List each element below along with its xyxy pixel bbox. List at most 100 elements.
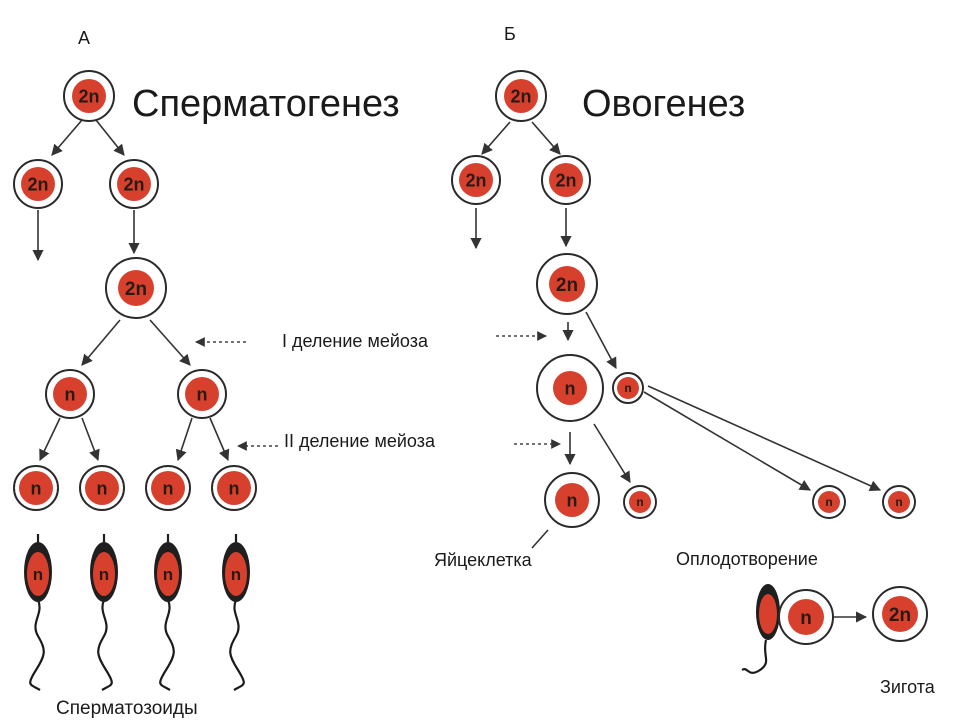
panel-b-title: Овогенез xyxy=(582,83,745,125)
primary-spermatocyte-nucleus xyxy=(118,270,154,306)
spermatogonium-right: 2n xyxy=(109,159,159,209)
secondary-oocyte-ploidy-label: n xyxy=(565,378,576,398)
spermatid-4-nucleus xyxy=(217,471,251,505)
egg-caption: Яйцеклетка xyxy=(434,550,533,570)
secondary-oocyte: n xyxy=(536,354,604,422)
sperm-caption: Сперматозоиды xyxy=(56,698,198,719)
polar-body-2c-nucleus xyxy=(888,491,910,513)
spermatid-1: n xyxy=(13,465,59,511)
spermatid-2-ploidy-label: n xyxy=(97,478,108,498)
egg-cell-ploidy-label: n xyxy=(567,490,578,510)
spermatozoon-1-tail xyxy=(29,599,45,691)
spermatozoon-2: n xyxy=(90,534,118,691)
primary-oocyte-nucleus xyxy=(549,266,585,302)
zygote-nucleus xyxy=(882,596,918,632)
spermatid-3-ploidy-label: n xyxy=(163,478,174,498)
secondary-oocyte-nucleus xyxy=(553,371,587,405)
secondary-spermatocyte-right-ploidy-label: n xyxy=(197,384,208,404)
spermatozoon-3-tail xyxy=(159,599,175,691)
primary-oocyte: 2n xyxy=(536,253,598,315)
spermatogonium-right-nucleus xyxy=(117,167,151,201)
spermatid-4: n xyxy=(211,465,257,511)
egg-at-fertilization: n xyxy=(778,589,834,645)
meiosis-pointers xyxy=(195,331,561,451)
oogonium-right-ploidy-label: 2n xyxy=(555,170,576,190)
secondary-spermatocyte-left-nucleus xyxy=(53,377,87,411)
spermatogonium-top-ploidy-label: 2n xyxy=(78,86,99,106)
spermatogonium-left-ploidy-label: 2n xyxy=(27,174,48,194)
oogonium-right-nucleus xyxy=(549,163,583,197)
spermatozoon-4: n xyxy=(222,534,250,691)
polar-body-2c-ploidy-label: n xyxy=(895,495,902,509)
spermatid-4-ploidy-label: n xyxy=(229,478,240,498)
spermatozoon-4-ploidy-label: n xyxy=(231,565,241,584)
spermatogonium-top: 2n xyxy=(63,70,115,122)
spermatid-1-ploidy-label: n xyxy=(31,478,42,498)
spermatid-1-nucleus xyxy=(19,471,53,505)
spermatogonium-top-nucleus xyxy=(72,79,106,113)
zygote: 2n xyxy=(872,586,928,642)
polar-body-1: n xyxy=(612,372,644,404)
fertilizing-spermatozoon-tail xyxy=(741,639,768,674)
polar-body-2a-nucleus xyxy=(629,491,651,513)
spermatozoon-4-tail xyxy=(229,599,245,691)
primary-spermatocyte: 2n xyxy=(105,257,167,319)
spermatid-2: n xyxy=(79,465,125,511)
egg-cell-nucleus xyxy=(555,483,589,517)
panel-a-letter: А xyxy=(78,28,90,48)
polar-body-2c: n xyxy=(882,485,916,519)
egg-cell: n xyxy=(544,472,600,528)
fertilizing-spermatozoon-nucleus xyxy=(759,594,777,634)
spermatogonium-left-nucleus xyxy=(21,167,55,201)
polar-body-2b-nucleus xyxy=(818,491,840,513)
spermatozoon-3: n xyxy=(154,534,182,691)
meiosis1-label: I деление мейоза xyxy=(282,331,429,351)
secondary-spermatocyte-left: n xyxy=(45,369,95,419)
fertilizing-spermatozoon xyxy=(741,584,780,674)
polar-body-2a: n xyxy=(623,485,657,519)
meiosis2-label: II деление мейоза xyxy=(284,431,436,451)
spermatozoon-3-ploidy-label: n xyxy=(163,565,173,584)
panel-b-letter: Б xyxy=(504,24,516,44)
spermatozoon-2-nucleus xyxy=(93,552,115,596)
polar-body-2a-ploidy-label: n xyxy=(636,495,643,509)
oogonium-top-nucleus xyxy=(504,79,538,113)
spermatozoon-1-ploidy-label: n xyxy=(33,565,43,584)
oogonium-left-ploidy-label: 2n xyxy=(465,170,486,190)
polar-body-2b: n xyxy=(812,485,846,519)
spermatozoon-1-nucleus xyxy=(27,552,49,596)
spermatid-3-nucleus xyxy=(151,471,185,505)
fertilization-caption: Оплодотворение xyxy=(676,549,818,569)
spermatid-3: n xyxy=(145,465,191,511)
oogenesis-arrows xyxy=(470,121,882,623)
spermatogonium-left: 2n xyxy=(13,159,63,209)
primary-spermatocyte-ploidy-label: 2n xyxy=(125,279,147,300)
zygote-caption: Зигота xyxy=(880,677,936,697)
secondary-spermatocyte-right-nucleus xyxy=(185,377,219,411)
egg-at-fertilization-ploidy-label: n xyxy=(800,608,812,629)
secondary-spermatocyte-left-ploidy-label: n xyxy=(65,384,76,404)
spermatozoon-2-tail xyxy=(97,599,113,691)
spermatozoon-2-ploidy-label: n xyxy=(99,565,109,584)
polar-body-1-nucleus xyxy=(617,377,639,399)
oogonium-right: 2n xyxy=(541,155,591,205)
polar-body-1-ploidy-label: n xyxy=(624,381,631,395)
oogonium-top-ploidy-label: 2n xyxy=(510,86,531,106)
spermatozoon-4-nucleus xyxy=(225,552,247,596)
spermatozoon-3-nucleus xyxy=(157,552,179,596)
primary-oocyte-ploidy-label: 2n xyxy=(556,275,578,296)
secondary-spermatocyte-right: n xyxy=(177,369,227,419)
spermatozoon-1: n xyxy=(24,534,52,691)
oogonium-left-nucleus xyxy=(459,163,493,197)
spermatogenesis-arrows xyxy=(32,119,230,462)
polar-body-2b-ploidy-label: n xyxy=(825,495,832,509)
spermatid-2-nucleus xyxy=(85,471,119,505)
zygote-ploidy-label: 2n xyxy=(889,605,911,626)
egg-at-fertilization-nucleus xyxy=(788,599,824,635)
oogonium-top: 2n xyxy=(495,70,547,122)
spermatogonium-right-ploidy-label: 2n xyxy=(123,174,144,194)
panel-a-title: Сперматогенез xyxy=(132,83,400,125)
oogonium-left: 2n xyxy=(451,155,501,205)
